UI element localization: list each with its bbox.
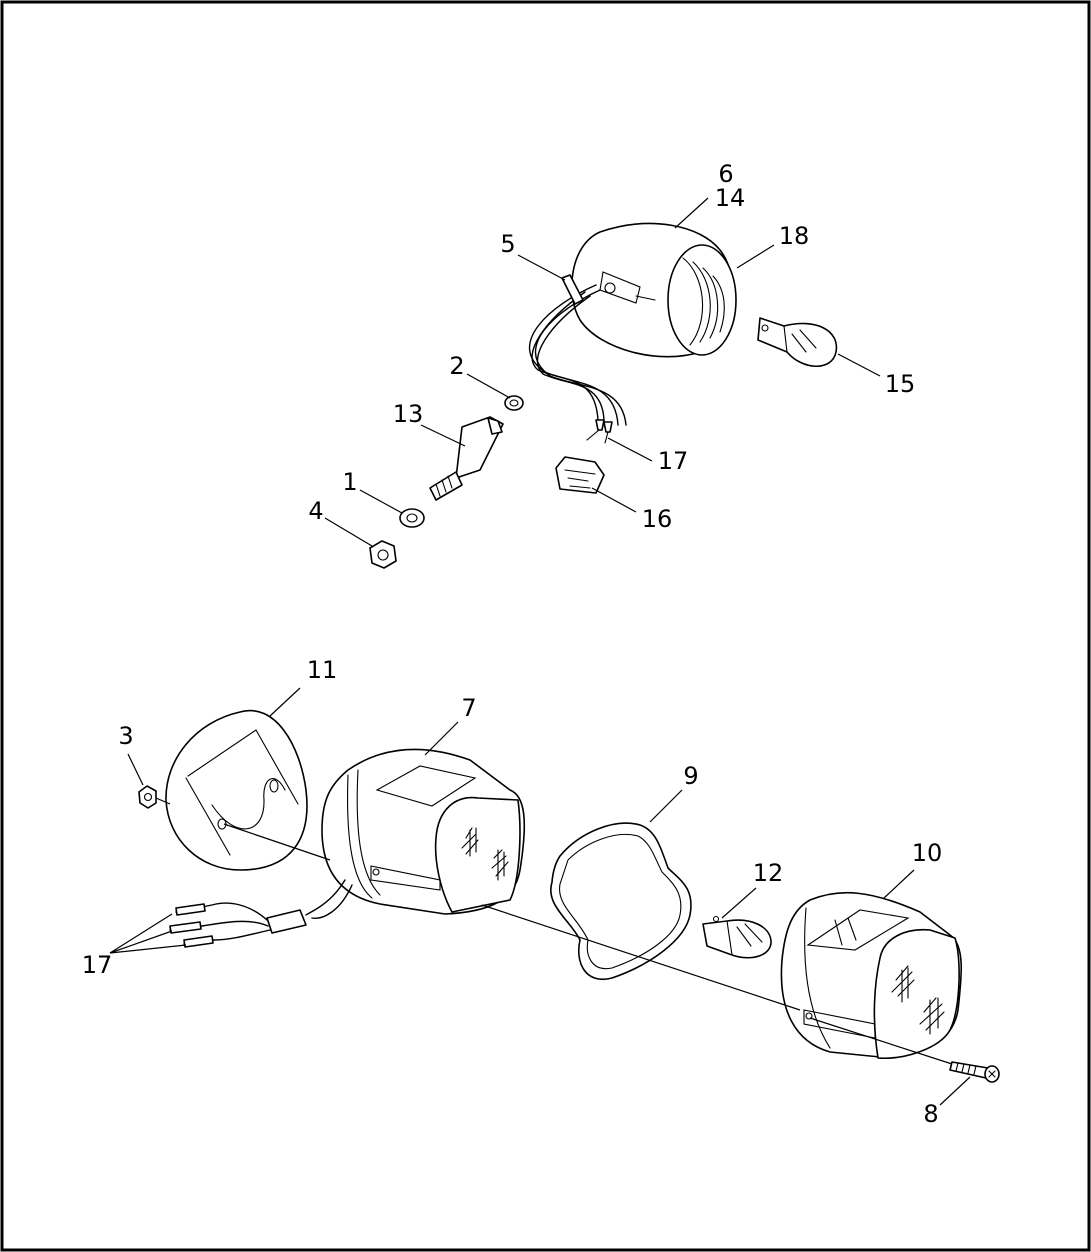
- callout-3: 3: [118, 722, 133, 750]
- callout-labels: 6 14 18 5 15 2 13 17 1 4 16 11 7 3 9 10 …: [82, 160, 943, 1128]
- callout-17-bottom: 17: [82, 951, 113, 979]
- callout-1: 1: [342, 468, 357, 496]
- turn-signal-wires: [529, 284, 627, 444]
- callout-16: 16: [642, 505, 673, 533]
- callout-13: 13: [393, 400, 424, 428]
- callout-8: 8: [923, 1100, 938, 1128]
- mounting-stud: [429, 416, 504, 501]
- bracket-nut: [138, 785, 157, 809]
- lens-gasket: [549, 822, 692, 981]
- tail-lamp-bulb: [702, 915, 772, 959]
- callout-15: 15: [885, 370, 916, 398]
- turn-signal-bulb: [757, 317, 838, 367]
- tail-lamp-wires: [169, 879, 353, 948]
- callout-18: 18: [779, 222, 810, 250]
- callout-14: 14: [715, 184, 746, 212]
- callout-12: 12: [753, 859, 784, 887]
- callout-10: 10: [912, 839, 943, 867]
- callout-17-top: 17: [658, 447, 689, 475]
- callout-11: 11: [307, 656, 338, 684]
- hex-nut: [369, 540, 397, 569]
- bottom-leader-lines: [109, 687, 971, 1106]
- mounting-bracket: [165, 709, 308, 871]
- flat-washer-bottom: [399, 508, 425, 528]
- wire-connector: [555, 456, 605, 494]
- tail-lamp-screw: [949, 1061, 1000, 1083]
- callout-5: 5: [500, 230, 515, 258]
- callout-9: 9: [683, 762, 698, 790]
- callout-2: 2: [449, 352, 464, 380]
- wire-clip: [561, 274, 584, 305]
- callout-6: 6: [718, 160, 733, 188]
- flat-washer-top: [504, 395, 524, 411]
- callout-4: 4: [308, 497, 323, 525]
- tail-lamp-base: [321, 748, 526, 915]
- turn-signal-housing: [571, 222, 737, 358]
- top-leader-lines: [324, 197, 881, 547]
- callout-7: 7: [461, 694, 476, 722]
- tail-lamp-lens: [780, 891, 963, 1059]
